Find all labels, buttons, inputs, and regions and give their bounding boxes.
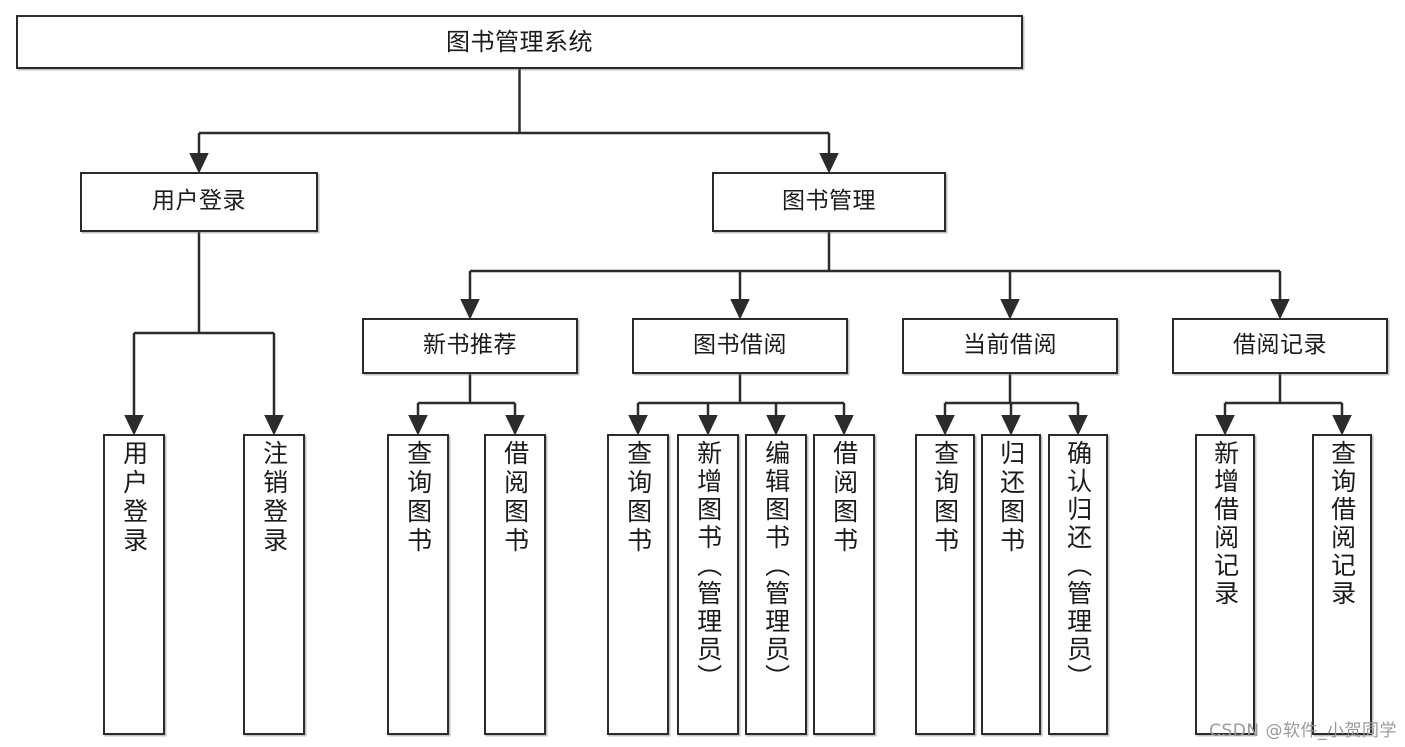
node-label: 借阅记录 xyxy=(1233,332,1327,359)
node-label: 图书管理系统 xyxy=(446,27,593,56)
node-label: 注销登录 xyxy=(259,440,289,556)
node-label: 图书管理 xyxy=(782,188,876,215)
node-label: 新增图书（管理员） xyxy=(693,440,723,692)
node-leaf-return-book[interactable]: 归还图书 xyxy=(981,434,1041,735)
node-leaf-add-borrowing-record[interactable]: 新增借阅记录 xyxy=(1195,434,1255,735)
node-leaf-query-book-current[interactable]: 查询图书 xyxy=(915,434,975,735)
node-leaf-edit-book-admin[interactable]: 编辑图书（管理员） xyxy=(745,434,807,735)
node-label: 用户登录 xyxy=(119,440,149,556)
node-leaf-query-book-borrowing[interactable]: 查询图书 xyxy=(607,434,669,735)
csdn-watermark: CSDN @软件_小贺同学 xyxy=(1209,721,1397,741)
node-leaf-confirm-return-admin[interactable]: 确认归还（管理员） xyxy=(1048,434,1108,735)
node-leaf-user-login[interactable]: 用户登录 xyxy=(103,434,165,735)
node-label: 确认归还（管理员） xyxy=(1063,440,1093,692)
node-user-login[interactable]: 用户登录 xyxy=(80,172,318,232)
node-label: 编辑图书（管理员） xyxy=(761,440,791,692)
node-label: 归还图书 xyxy=(996,440,1026,556)
node-label: 图书借阅 xyxy=(693,332,787,359)
node-leaf-borrow-book-recommendation[interactable]: 借阅图书 xyxy=(484,434,546,735)
node-book-management-system[interactable]: 图书管理系统 xyxy=(16,15,1023,69)
node-label: 查询借阅记录 xyxy=(1327,440,1357,608)
node-label: 借阅图书 xyxy=(829,440,859,556)
node-leaf-borrow-book-borrowing[interactable]: 借阅图书 xyxy=(813,434,875,735)
node-current-borrowing[interactable]: 当前借阅 xyxy=(902,318,1118,374)
node-book-management[interactable]: 图书管理 xyxy=(712,172,946,232)
node-label: 借阅图书 xyxy=(500,440,530,556)
node-label: 查询图书 xyxy=(623,440,653,556)
node-book-borrowing[interactable]: 图书借阅 xyxy=(632,318,848,374)
node-label: 新增借阅记录 xyxy=(1210,440,1240,608)
node-new-book-recommendation[interactable]: 新书推荐 xyxy=(362,318,578,374)
node-label: 查询图书 xyxy=(930,440,960,556)
node-leaf-logout[interactable]: 注销登录 xyxy=(243,434,305,735)
node-label: 查询图书 xyxy=(403,440,433,556)
node-borrowing-record[interactable]: 借阅记录 xyxy=(1172,318,1388,374)
node-leaf-query-borrowing-record[interactable]: 查询借阅记录 xyxy=(1312,434,1372,735)
node-label: 用户登录 xyxy=(152,188,246,215)
node-label: 当前借阅 xyxy=(963,332,1057,359)
node-leaf-query-book-recommendation[interactable]: 查询图书 xyxy=(387,434,449,735)
node-leaf-add-book-admin[interactable]: 新增图书（管理员） xyxy=(677,434,739,735)
node-label: 新书推荐 xyxy=(423,332,517,359)
